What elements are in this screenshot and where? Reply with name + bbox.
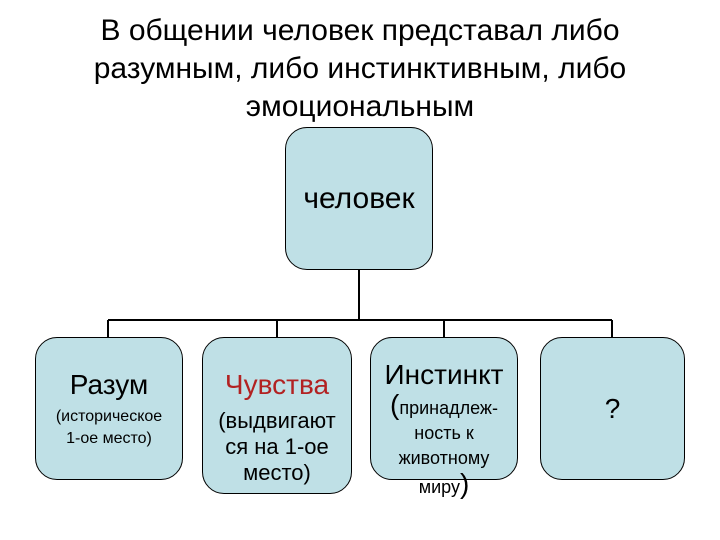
- node-feelings-note-line-3: место): [243, 460, 311, 485]
- node-instinct-note-text-1: принадлеж-: [399, 398, 498, 418]
- node-unknown: ?: [540, 337, 685, 480]
- root-node-human: человек: [285, 127, 433, 270]
- node-instinct-note-line-1: (принадлеж-: [390, 389, 498, 421]
- paren-open: (: [390, 389, 400, 420]
- node-instinct-note: (принадлеж- ность к животному миру): [390, 389, 498, 500]
- paren-close: ): [459, 468, 470, 499]
- node-feelings-note-line-2: ся на 1-ое: [225, 434, 329, 459]
- node-reason-note-line-2: 1-ое место): [66, 429, 152, 447]
- node-feelings-note: (выдвигают ся на 1-ое место): [218, 408, 336, 486]
- node-instinct-note-line-4: миру): [390, 468, 498, 500]
- node-instinct-label: Инстинкт: [384, 359, 504, 390]
- title-line-2: разумным, либо инстинктивным, либо: [93, 52, 627, 85]
- node-feelings-label: Чувства: [224, 369, 330, 400]
- node-reason-note: (историческое 1-ое место): [56, 406, 162, 450]
- node-feelings-note-line-1: (выдвигают: [218, 408, 336, 433]
- node-reason-label: Разум: [69, 368, 149, 400]
- node-instinct-note-line-3: животному: [398, 448, 490, 468]
- node-instinct-note-text-4: миру: [418, 477, 460, 497]
- node-instinct: Инстинкт (принадлеж- ность к животному м…: [370, 337, 518, 498]
- page-title: В общении человек представал либо разумн…: [40, 12, 680, 126]
- root-label: человек: [303, 181, 415, 215]
- node-instinct-note-line-2: ность к: [414, 423, 474, 443]
- node-unknown-label: ?: [604, 392, 621, 424]
- node-feelings: Чувства (выдвигают ся на 1-ое место): [202, 337, 352, 494]
- node-reason-note-line-1: (историческое: [55, 407, 163, 425]
- title-line-1: В общении человек представал либо: [100, 14, 620, 47]
- node-reason: Разум (историческое 1-ое место): [35, 337, 183, 480]
- title-line-3: эмоциональным: [245, 90, 475, 123]
